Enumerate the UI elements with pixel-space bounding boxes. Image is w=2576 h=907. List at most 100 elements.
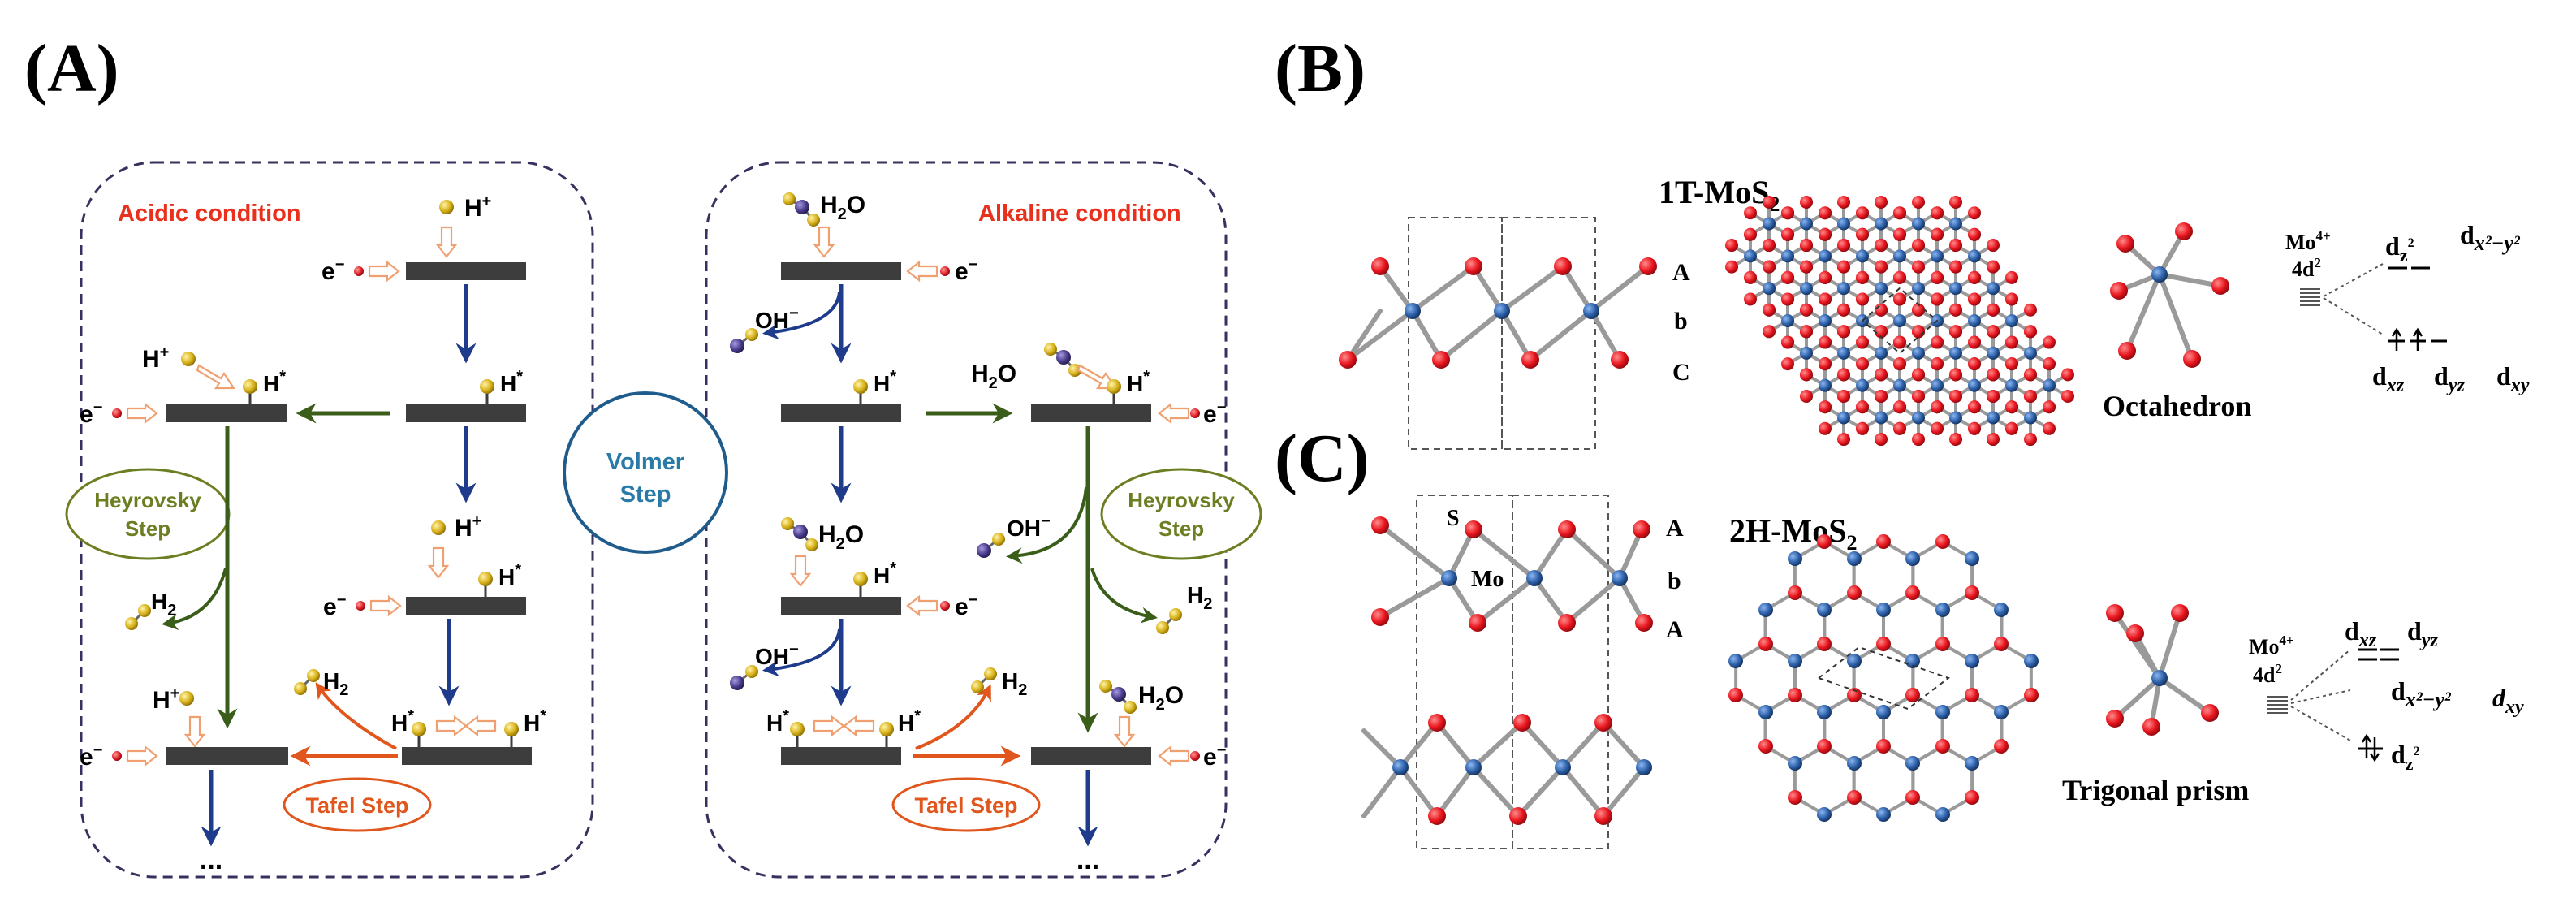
h2o-molecule-icon (779, 516, 820, 553)
alk-e-minus-1: e− (955, 256, 977, 285)
h-plus-atom (179, 691, 194, 706)
s-atom (1935, 637, 1950, 651)
s-atom (1763, 260, 1776, 274)
s-atom (1968, 292, 1981, 306)
trigonal-prism-icon (2106, 604, 2219, 736)
s-atom (1912, 389, 1925, 403)
mo-atom (2024, 654, 2039, 668)
layer-label-2h-a2: A (1666, 616, 1684, 643)
mo-atom (2043, 378, 2056, 392)
heyrovsky-step-ellipse (1100, 468, 1262, 560)
svg-text:dxz: dxz (2372, 361, 2405, 396)
mos2-1t-top-view (1725, 195, 2074, 447)
mo-atom (1905, 654, 1920, 668)
mo-atom (1968, 314, 1981, 327)
svg-text:4d2: 4d2 (2292, 255, 2321, 281)
octahedron-icon (2110, 222, 2229, 368)
hollow-arrow-icon (1077, 364, 1118, 390)
mo-atom (1781, 314, 1794, 327)
mo-atom (1875, 282, 1888, 296)
h-plus-atom (439, 200, 454, 214)
s-atom (1800, 260, 1813, 274)
mo-atom (1758, 603, 1773, 617)
s-atom (1893, 421, 1906, 435)
green-arrow (1006, 486, 1088, 564)
acidic-continue-dots: ... (200, 844, 222, 875)
mo-atom (1847, 654, 1862, 668)
mo-atom (1965, 756, 1979, 771)
electrode-bar (166, 747, 288, 765)
s-atom (1837, 433, 1850, 447)
mo-atom (1931, 378, 1944, 392)
acidic-h-star-3: H* (498, 561, 521, 590)
s-atom (1912, 303, 1925, 317)
mos2-1t-title: 1T-MoS2 (1659, 174, 1780, 216)
electron-atom (1190, 408, 1200, 418)
s-atom (1931, 292, 1944, 306)
tafel-step-ellipse-right (891, 777, 1041, 832)
mo-atom (1987, 346, 2000, 360)
s-atom (2043, 421, 2056, 435)
s-atom (1875, 389, 1888, 403)
s-atom (1968, 206, 1981, 220)
s-atom (1781, 292, 1794, 306)
mo-atom (1728, 654, 1743, 668)
mo-atom (1912, 346, 1925, 360)
s-atom (1931, 421, 1944, 435)
s-atom (1856, 227, 1869, 241)
electrode-bar (406, 597, 526, 615)
mo-atom (1931, 249, 1944, 263)
s-atom (1819, 400, 1832, 414)
electron-atom (112, 408, 122, 418)
s-atom (1876, 637, 1891, 651)
hollow-arrow-icon (184, 715, 205, 748)
s-atom (1817, 739, 1832, 754)
acidic-h-star-1: H* (500, 368, 523, 396)
s-atom (1744, 206, 1757, 220)
alk-oh-2: OH− (1007, 512, 1051, 541)
navy-arrow (762, 628, 841, 677)
s-atom (1856, 400, 1869, 414)
s-atom (1994, 739, 2009, 754)
mo-atom (1800, 282, 1813, 296)
electrode-bar (406, 262, 526, 280)
h-adsorbed-icon (788, 720, 806, 749)
s-atom (1837, 389, 1850, 403)
mo-atom (1876, 603, 1891, 617)
alk-e-minus-3: e− (955, 591, 977, 620)
mo-atom (1856, 249, 1869, 263)
alk-h2o-4: H2O (1138, 682, 1184, 714)
tafel-step-label: Tafel Step (305, 793, 408, 818)
h-adsorbed-icon (1105, 378, 1123, 406)
mo-atom (1837, 346, 1850, 360)
acidic-e-minus-2: e− (80, 399, 102, 428)
mo-atom (1965, 551, 1979, 566)
mo-atom (1912, 217, 1925, 231)
s-atom (2005, 400, 2018, 414)
s-atom (1893, 270, 1906, 284)
h-adsorbed-icon (878, 720, 895, 749)
s-atom (1788, 688, 1802, 702)
s-atom (1819, 206, 1832, 220)
mo-atom (1800, 346, 1813, 360)
s-atom (1847, 790, 1862, 805)
s-atom (1758, 637, 1773, 651)
layer-label-1t-b: b (1674, 308, 1688, 335)
s-atom (1893, 227, 1906, 241)
s-atom (1837, 325, 1850, 339)
mo-atom (1781, 249, 1794, 263)
s-atom (1817, 534, 1832, 549)
acidic-h-plus-bottom: H+ (153, 685, 179, 714)
orange-arrow (315, 682, 397, 750)
hollow-arrow-icon (369, 595, 402, 616)
hollow-arrow-icon (126, 745, 158, 767)
alk-h2-right: H2 (1187, 582, 1212, 613)
navy-arrow (762, 292, 841, 340)
s-atom (2005, 357, 2018, 371)
s-atom (1725, 239, 1738, 253)
s-atom (1931, 400, 1944, 414)
mo-atom (1819, 314, 1832, 327)
s-atom (2005, 335, 2018, 349)
mo-atom (1912, 411, 1925, 425)
hollow-arrow-icon (813, 226, 835, 258)
